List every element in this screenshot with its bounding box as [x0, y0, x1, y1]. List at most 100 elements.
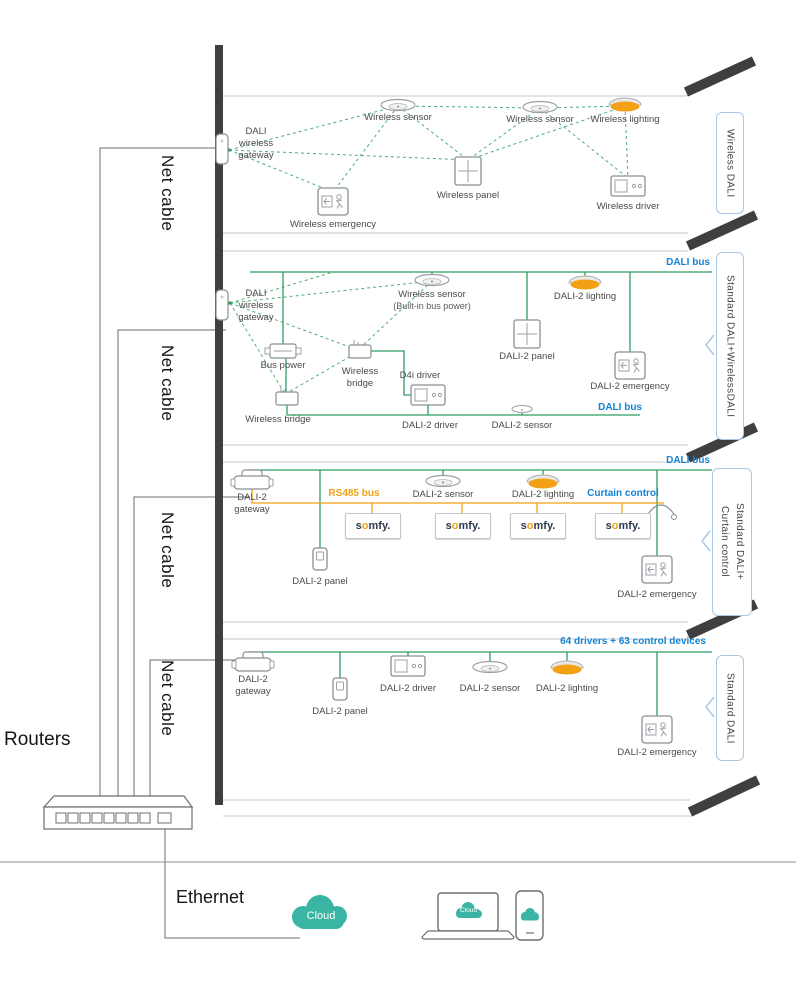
dali2-panel-icon — [312, 547, 328, 571]
wireless-sensor-label: Wireless sensor — [364, 112, 432, 123]
somfy-logo: somfy. — [356, 520, 391, 532]
dali-bus-floor4 — [248, 651, 712, 716]
somfy-text-pre: s — [605, 520, 612, 532]
somfy-text-o: o — [451, 520, 459, 532]
routers-label: Routers — [4, 729, 71, 750]
somfy-text-o: o — [526, 520, 534, 532]
dali2-panel-label: DALI-2 panel — [312, 706, 368, 717]
wireless-lighting-label: Wireless lighting — [590, 114, 660, 125]
dali-bus-floor2 — [250, 271, 712, 416]
laptop-cloud-icon — [456, 902, 482, 918]
laptop-icon — [421, 892, 515, 940]
side-label-text-line2: Curtain control — [719, 506, 730, 578]
wireless-panel-label: Wireless panel — [436, 190, 500, 201]
rs485-bus-label: RS485 bus — [328, 488, 380, 499]
side-label-standard-wireless-dali: Standard DALI+WirelessDALI — [716, 252, 744, 440]
dali2-lighting-icon — [526, 474, 560, 489]
dali-bus-label: DALI bus — [666, 257, 710, 268]
cloud-label: Cloud — [306, 910, 336, 922]
dali-wireless-gateway-icon — [215, 289, 229, 321]
net-cable-label: Net cable — [158, 512, 177, 589]
wireless-sensor-icon — [380, 98, 416, 112]
dali2-sensor-icon — [511, 404, 533, 414]
router-icon — [42, 795, 194, 830]
dali2-emergency-icon — [641, 555, 673, 584]
wireless-sensor-icon — [414, 273, 450, 287]
phone-cloud-icon — [521, 908, 539, 921]
somfy-box: somfy. — [595, 513, 651, 539]
side-label-standard-dali-curtain: Standard DALI+ Curtain control — [712, 468, 752, 616]
side-label-text: Standard DALI+WirelessDALI — [724, 274, 736, 418]
bus-power-icon — [264, 343, 302, 359]
somfy-text-o: o — [611, 520, 619, 532]
wireless-bridge-label: Wireless bridge — [245, 414, 311, 425]
side-label-wireless-dali: Wireless DALI — [716, 112, 744, 214]
somfy-box: somfy. — [510, 513, 566, 539]
gateway-label: DALI wireless gateway — [238, 126, 274, 161]
somfy-text-pre: s — [445, 520, 452, 532]
d4i-driver-label: D4i driver — [399, 370, 441, 381]
somfy-box: somfy. — [435, 513, 491, 539]
bus-power-label: Bus power — [260, 360, 306, 371]
curtain-icon — [647, 504, 677, 520]
dali2-sensor-label: DALI-2 sensor — [459, 683, 521, 694]
callout-chevron — [701, 334, 715, 718]
side-label-text: Wireless DALI — [724, 128, 736, 198]
dali2-panel-label: DALI-2 panel — [292, 576, 348, 587]
somfy-text-pre: s — [520, 520, 527, 532]
device-count-label: 64 drivers + 63 control devices — [560, 636, 706, 647]
gateway-label: DALI wireless gateway — [238, 288, 274, 323]
wireless-panel-icon — [454, 156, 482, 186]
dali2-emergency-label: DALI-2 emergency — [617, 747, 697, 758]
somfy-text-post: mfy. — [368, 520, 391, 532]
somfy-logo: somfy. — [521, 520, 556, 532]
dali2-lighting-icon — [550, 660, 584, 675]
building-wall — [215, 45, 223, 805]
dali2-gateway-icon — [231, 651, 275, 672]
dali2-lighting-label: DALI-2 lighting — [553, 291, 617, 302]
net-cable-label: Net cable — [158, 345, 177, 422]
side-label-text: Standard DALI — [724, 672, 736, 744]
somfy-logo: somfy. — [446, 520, 481, 532]
wireless-lighting-icon — [608, 97, 642, 112]
wireless-bridge-label: Wireless bridge — [341, 366, 379, 389]
dali-wireless-gateway-icon — [215, 133, 229, 165]
wireless-mesh-floor2 — [229, 272, 433, 395]
somfy-text-o: o — [361, 520, 369, 532]
wireless-bridge-icon — [348, 339, 372, 359]
dali2-gateway-icon — [230, 469, 274, 490]
wireless-emergency-label: Wireless emergency — [289, 219, 377, 230]
somfy-text-post: mfy. — [533, 520, 556, 532]
wireless-sensor-sublabel: (Built-in bus power) — [393, 301, 471, 311]
cloud-icon — [292, 895, 347, 929]
gateway-label: DALI-2 gateway — [235, 674, 271, 697]
somfy-text-post: mfy. — [618, 520, 641, 532]
somfy-text-post: mfy. — [458, 520, 481, 532]
dali2-driver-icon — [410, 384, 446, 406]
floor-slab-lines — [223, 66, 749, 817]
wireless-emergency-icon — [317, 187, 349, 216]
dali2-panel-label: DALI-2 panel — [499, 351, 555, 362]
dali-bus-label: DALI bus — [666, 455, 710, 466]
phone-icon — [515, 890, 544, 941]
dali2-panel-icon — [513, 319, 541, 349]
somfy-text-pre: s — [355, 520, 362, 532]
dali2-emergency-label: DALI-2 emergency — [617, 589, 697, 600]
wireless-sensor-icon — [522, 100, 558, 114]
wireless-mesh-floor1 — [228, 105, 629, 193]
dali2-emergency-label: DALI-2 emergency — [590, 381, 670, 392]
wireless-bridge-icon — [275, 386, 299, 406]
dali2-emergency-icon — [641, 715, 673, 744]
net-cable-lines — [99, 147, 250, 806]
dali2-lighting-label: DALI-2 lighting — [511, 489, 575, 500]
dali2-sensor-icon — [472, 660, 508, 674]
wireless-driver-label: Wireless driver — [596, 201, 660, 212]
net-cable-label: Net cable — [158, 660, 177, 737]
gateway-label: DALI-2 gateway — [234, 492, 270, 515]
side-label-standard-dali: Standard DALI — [716, 655, 744, 761]
somfy-box: somfy. — [345, 513, 401, 539]
dali2-panel-icon — [332, 677, 348, 701]
curtain-control-label: Curtain control — [587, 488, 659, 499]
